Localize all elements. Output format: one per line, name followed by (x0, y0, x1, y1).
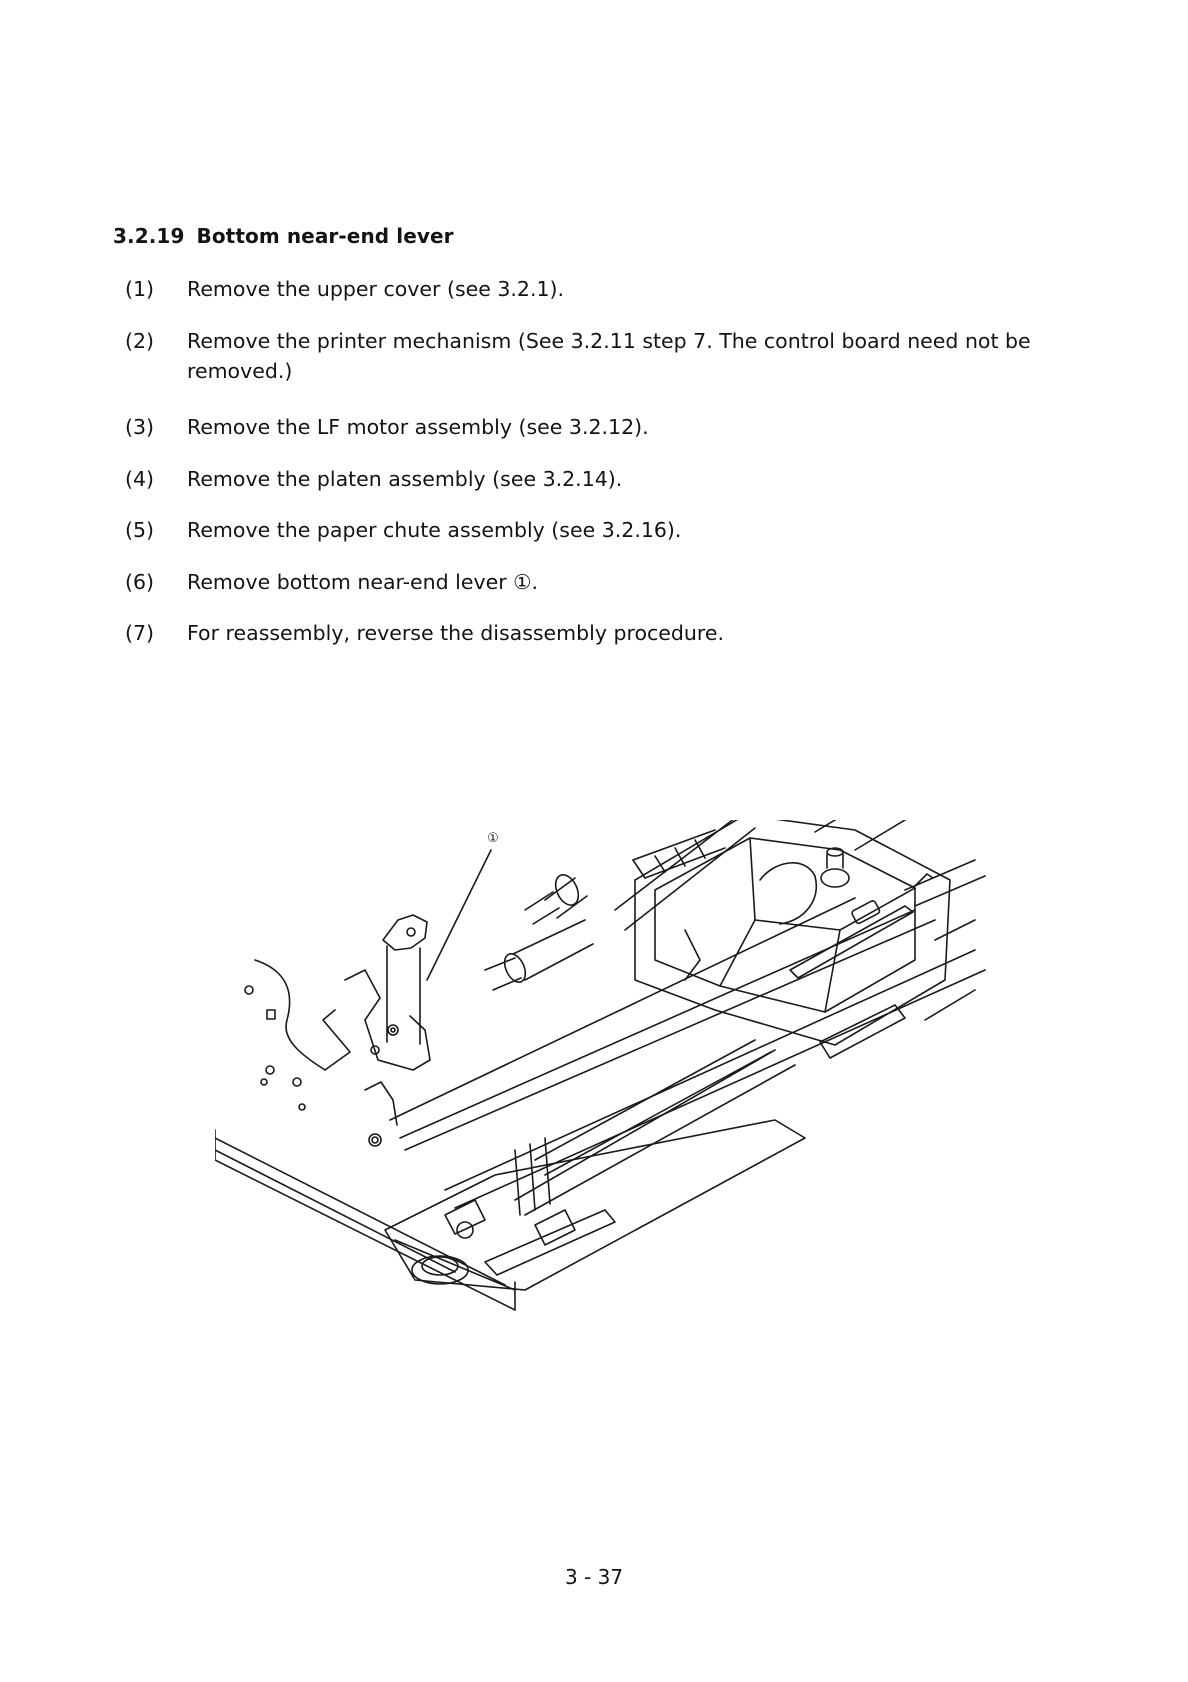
step-item: (3) Remove the LF motor assembly (see 3.… (125, 412, 1057, 442)
step-number: (7) (125, 621, 155, 645)
step-text: Remove the LF motor assembly (see 3.2.12… (187, 415, 649, 439)
callout-leader-line (426, 849, 492, 981)
step-text: Remove bottom near-end lever ①. (187, 570, 539, 594)
step-text: Remove the platen assembly (see 3.2.14). (187, 467, 623, 491)
section-number: 3.2.19 (113, 224, 185, 248)
step-text: For reassembly, reverse the disassembly … (187, 621, 725, 645)
step-text: Remove the printer mechanism (See 3.2.11… (187, 329, 1031, 383)
callout-label: ① (487, 831, 499, 846)
step-item: (5) Remove the paper chute assembly (see… (125, 515, 1057, 545)
step-number: (3) (125, 415, 155, 439)
bottom-tray (384, 1119, 806, 1291)
base-frame (215, 959, 516, 1311)
printer-mechanism-illustration: ① (215, 820, 986, 1311)
step-text: Remove the paper chute assembly (see 3.2… (187, 518, 682, 542)
step-number: (4) (125, 467, 155, 491)
step-number: (2) (125, 329, 155, 353)
section-title: Bottom near-end lever (196, 224, 454, 248)
flat-cable (514, 1039, 796, 1216)
step-item: (6) Remove bottom near-end lever ①. (125, 567, 1057, 597)
step-text: Remove the upper cover (see 3.2.1). (187, 277, 565, 301)
step-number: (1) (125, 277, 155, 301)
step-number: (5) (125, 518, 155, 542)
page-number: 3 - 37 (564, 1565, 624, 1589)
step-item: (4) Remove the platen assembly (see 3.2.… (125, 464, 1057, 494)
step-item: (1) Remove the upper cover (see 3.2.1). (125, 274, 1057, 304)
step-item: (7) For reassembly, reverse the disassem… (125, 618, 1057, 648)
right-side-assembly (814, 820, 986, 1059)
bottom-near-end-lever (344, 914, 431, 1071)
step-number: (6) (125, 570, 155, 594)
section-heading: 3.2.19 Bottom near-end lever (113, 224, 454, 248)
step-item: (2) Remove the printer mechanism (See 3.… (125, 326, 1057, 386)
print-head-carriage (634, 820, 951, 1046)
platen-roller (484, 874, 594, 991)
